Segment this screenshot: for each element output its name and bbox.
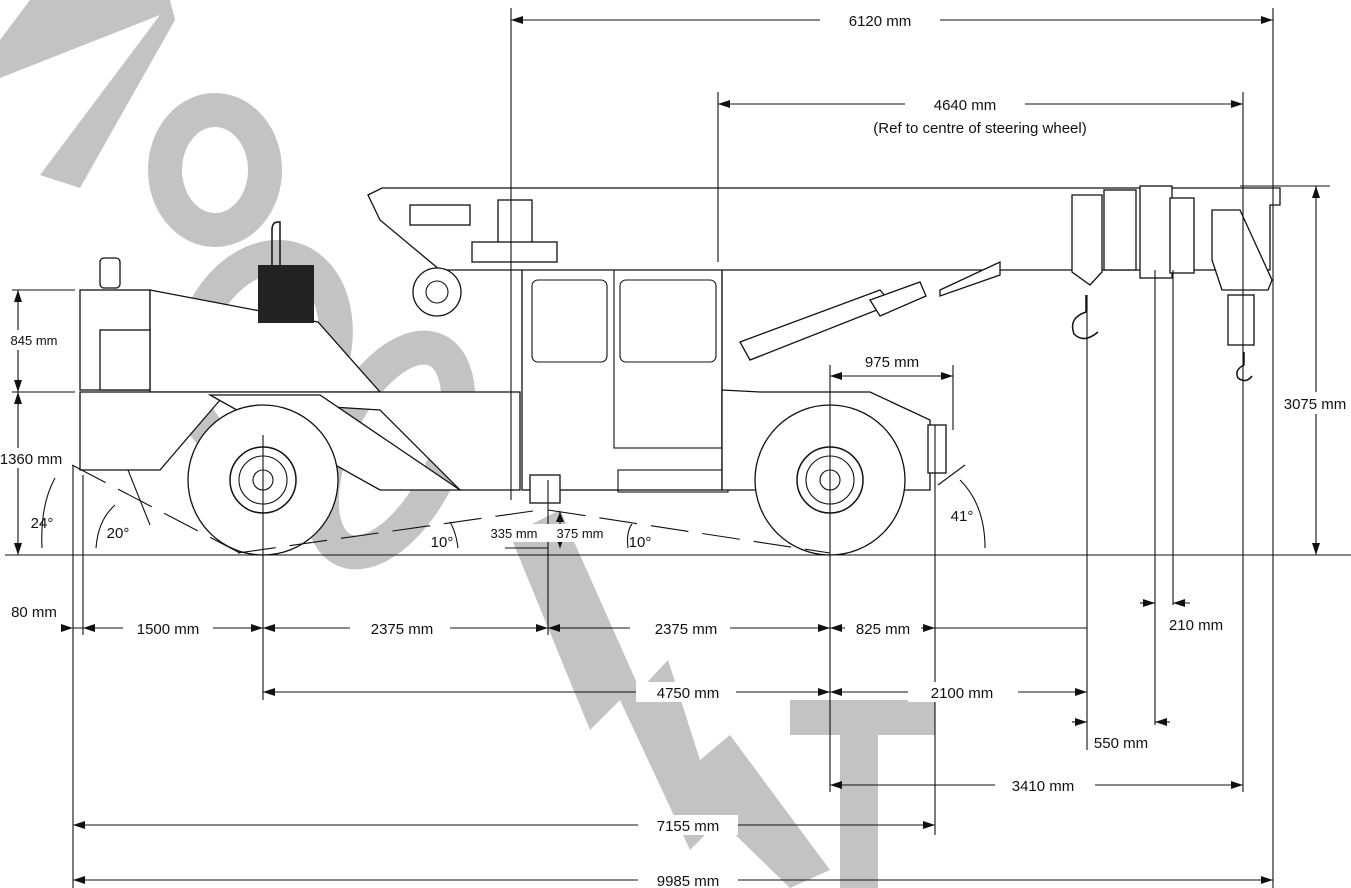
angle-rear-departure: 24° — [31, 515, 54, 532]
dim-rear-lower-height: 1360 mm — [0, 451, 62, 468]
dim-front-overhang-total: 7155 mm — [657, 818, 720, 835]
cab — [521, 259, 723, 491]
dim-rear-upper-height: 845 mm — [11, 333, 58, 348]
dim-axle-to-centre-right: 2375 mm — [655, 621, 718, 638]
dim-steering-ref: 4640 mm — [934, 97, 997, 114]
dim-front-axle-to-bumper: 825 mm — [856, 621, 910, 638]
dim-rear-to-axle: 1500 mm — [137, 621, 200, 638]
dim-steering-note: (Ref to centre of steering wheel) — [873, 120, 1086, 137]
clearance-lines — [71, 464, 966, 554]
dim-height: 3075 mm — [1284, 396, 1347, 413]
dim-ground-clear-a: 335 mm — [491, 526, 538, 541]
dim-wheelbase: 4750 mm — [657, 685, 720, 702]
dim-front-axle-to-hook: 2100 mm — [931, 685, 994, 702]
dim-hook-spacing-2: 210 mm — [1169, 617, 1223, 634]
dim-rear-offset: 80 mm — [11, 604, 57, 621]
dim-ground-clear-b: 375 mm — [557, 526, 604, 541]
angle-rear-tyre: 20° — [107, 525, 130, 542]
crane-body — [79, 185, 1281, 556]
angle-front-approach: 41° — [951, 508, 974, 525]
dim-front-axle-to-tip: 3410 mm — [1012, 778, 1075, 795]
angle-belly-left: 10° — [431, 534, 454, 551]
dim-front-bumper-width: 975 mm — [865, 354, 919, 371]
dim-hook-spacing-1: 550 mm — [1094, 735, 1148, 752]
angle-belly-right: 10° — [629, 534, 652, 551]
dim-overall-length: 9985 mm — [657, 873, 720, 888]
engine-grille — [258, 265, 314, 323]
dim-axle-to-centre-left: 2375 mm — [371, 621, 434, 638]
dim-boom-length: 6120 mm — [849, 13, 912, 30]
dimension-labels: 6120 mm 4640 mm (Ref to centre of steeri… — [0, 10, 1351, 888]
